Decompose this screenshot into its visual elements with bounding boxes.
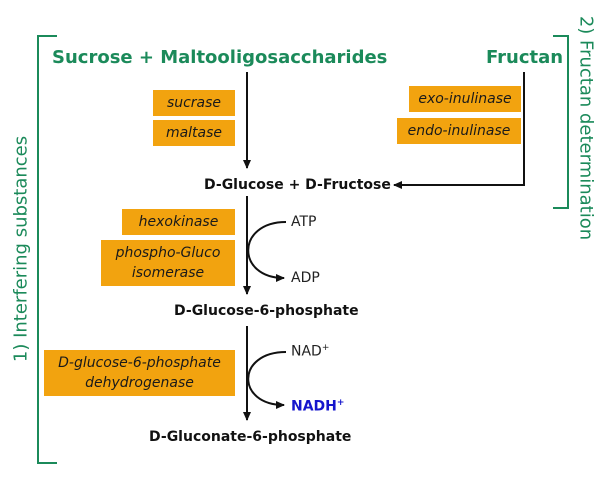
enzyme-hexokinase: hexokinase <box>122 209 235 235</box>
nad-nadh-curve <box>247 351 287 409</box>
atp-adp-curve <box>247 221 287 282</box>
cofactor-adp: ADP <box>291 270 320 286</box>
enzyme-pgi-line2: isomerase <box>131 265 205 281</box>
side-label-fructan-determination: 2) Fructan determination <box>575 15 597 241</box>
enzyme-endo-inulinase: endo-inulinase <box>397 118 521 144</box>
side-label-interfering: 1) Interfering substances <box>10 135 32 363</box>
nad-text: NAD <box>291 343 322 360</box>
left-bracket <box>37 35 57 464</box>
cofactor-nad: NAD+ <box>291 343 329 360</box>
enzyme-sucrase: sucrase <box>153 90 235 116</box>
enzyme-g6pdh-line1: D-glucose-6-phosphate <box>58 355 221 371</box>
compound-glucose-6-phosphate: D-Glucose-6-phosphate <box>174 303 359 319</box>
right-bracket <box>553 35 569 209</box>
nadh-text: NADH <box>291 398 337 415</box>
enzyme-phospho-glucoisomerase: phospho-Gluco isomerase <box>101 240 235 286</box>
enzyme-exo-inulinase: exo-inulinase <box>409 86 521 112</box>
enzyme-g6pdh-line2: dehydrogenase <box>85 375 194 391</box>
nadh-superscript: + <box>336 398 345 408</box>
cofactor-nadh: NADH+ <box>291 398 344 415</box>
compound-glucose-fructose: D-Glucose + D-Fructose <box>204 177 391 193</box>
arrow-fructan-to-glucose <box>393 72 525 189</box>
enzyme-g6p-dehydrogenase: D-glucose-6-phosphate dehydrogenase <box>44 350 235 396</box>
header-fructan: Fructan <box>486 47 564 68</box>
header-sucrose: Sucrose + Maltooligosaccharides <box>52 47 388 68</box>
cofactor-atp: ATP <box>291 214 317 230</box>
enzyme-maltase: maltase <box>153 120 235 146</box>
enzyme-pgi-line1: phospho-Gluco <box>115 245 221 261</box>
nad-superscript: + <box>321 343 330 353</box>
compound-gluconate-6-phosphate: D-Gluconate-6-phosphate <box>149 429 352 445</box>
